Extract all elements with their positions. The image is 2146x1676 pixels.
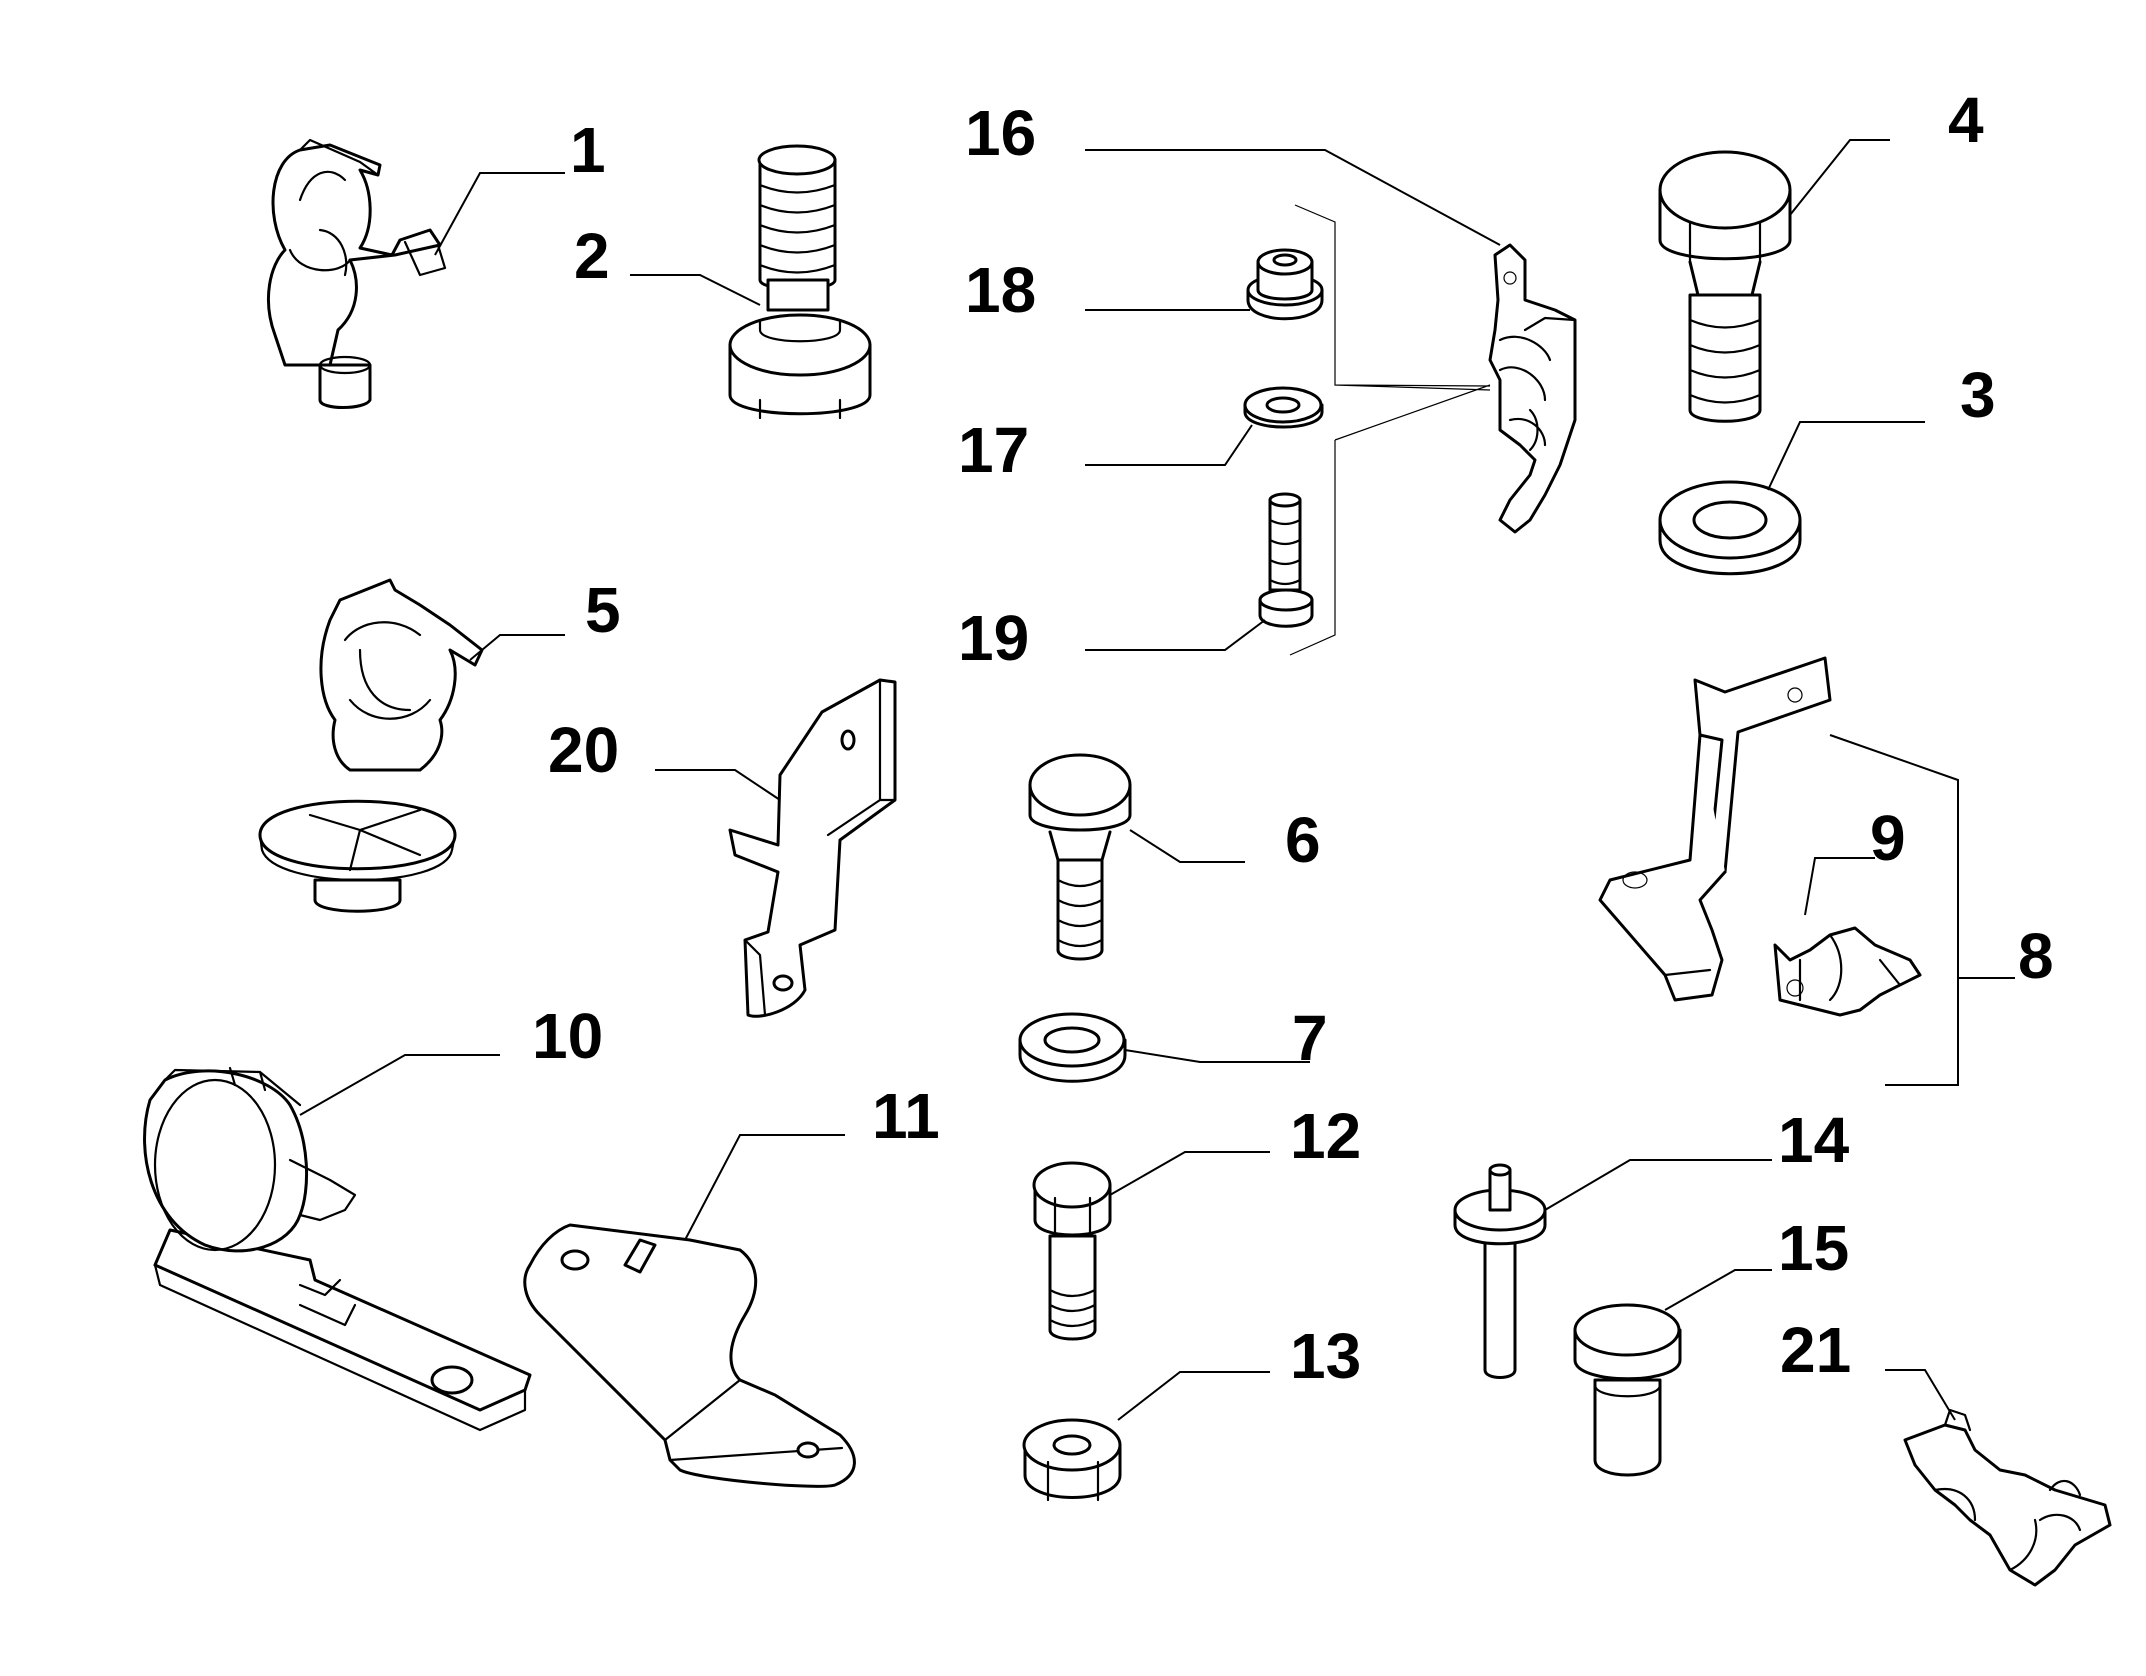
part-2-threaded-fitting (728, 144, 872, 420)
leader-21 (1885, 1369, 1956, 1421)
callout-4: 4 (1948, 84, 1984, 156)
part-12-bolt (1032, 1161, 1112, 1341)
leader-16 (1085, 149, 1501, 246)
group-bracket-16 (1289, 204, 1491, 656)
callout-7: 7 (1292, 1002, 1328, 1074)
part-4-bolt (1658, 150, 1792, 423)
leader-7 (1124, 1049, 1310, 1063)
leader-13 (1117, 1371, 1270, 1421)
part-16-holder-with-tab (1488, 243, 1577, 534)
part-6-bolt (1028, 753, 1132, 961)
leader-14 (1544, 1159, 1772, 1211)
leader-11 (684, 1134, 845, 1241)
leader-lines (299, 139, 2015, 1421)
part-10-pipe-clamp (143, 1066, 532, 1432)
callout-labels: 1 2 3 4 5 6 7 8 9 10 11 12 13 14 15 16 1… (532, 84, 2054, 1392)
leader-17 (1085, 424, 1253, 466)
leader-19 (1085, 619, 1266, 651)
callout-16: 16 (965, 97, 1036, 169)
part-18-flanged-nut (1246, 248, 1324, 321)
part-15-bushing (1573, 1303, 1682, 1477)
callout-15: 15 (1778, 1212, 1849, 1284)
leader-12 (1109, 1151, 1270, 1196)
callout-8: 8 (2018, 920, 2054, 992)
part-13-nut (1022, 1418, 1122, 1502)
part-8-bracket (1598, 656, 1832, 1002)
callout-11: 11 (872, 1080, 940, 1152)
callout-10: 10 (532, 1000, 603, 1072)
callout-3: 3 (1960, 359, 1996, 431)
part-19-small-bolt (1258, 492, 1314, 628)
callout-6: 6 (1285, 804, 1321, 876)
callout-21: 21 (1780, 1314, 1851, 1386)
leader-20 (655, 769, 781, 801)
leader-2 (630, 274, 761, 306)
callout-14: 14 (1778, 1104, 1850, 1176)
callout-13: 13 (1290, 1320, 1361, 1392)
part-20-angled-bracket (728, 678, 897, 1018)
bracket-8 (1829, 734, 1959, 1086)
part-11-flat-bracket (523, 1223, 856, 1488)
part-3-washer (1658, 480, 1802, 576)
part-1-hose-clip (267, 138, 447, 409)
callout-18: 18 (965, 254, 1036, 326)
callout-12: 12 (1290, 1100, 1361, 1172)
part-14-pin (1453, 1163, 1547, 1379)
leader-9 (1804, 857, 1875, 916)
part-9-small-clip (1773, 926, 1922, 1017)
part-5-clip-with-base (258, 578, 484, 913)
callout-19: 19 (958, 602, 1029, 674)
callout-5: 5 (585, 574, 621, 646)
leader-10 (299, 1054, 500, 1116)
leader-4 (1789, 139, 1890, 216)
leader-6 (1129, 829, 1245, 863)
part-7-washer (1018, 1012, 1127, 1083)
part-17-small-washer (1243, 386, 1324, 429)
leader-3 (1767, 421, 1925, 491)
leader-15 (1664, 1269, 1772, 1311)
part-21-double-clip (1903, 1408, 2112, 1587)
callout-2: 2 (574, 220, 610, 292)
callout-1: 1 (570, 114, 606, 186)
callout-20: 20 (548, 714, 619, 786)
leader-5 (469, 634, 565, 661)
callout-17: 17 (958, 414, 1029, 486)
callout-9: 9 (1870, 802, 1906, 874)
leader-1 (434, 172, 565, 256)
